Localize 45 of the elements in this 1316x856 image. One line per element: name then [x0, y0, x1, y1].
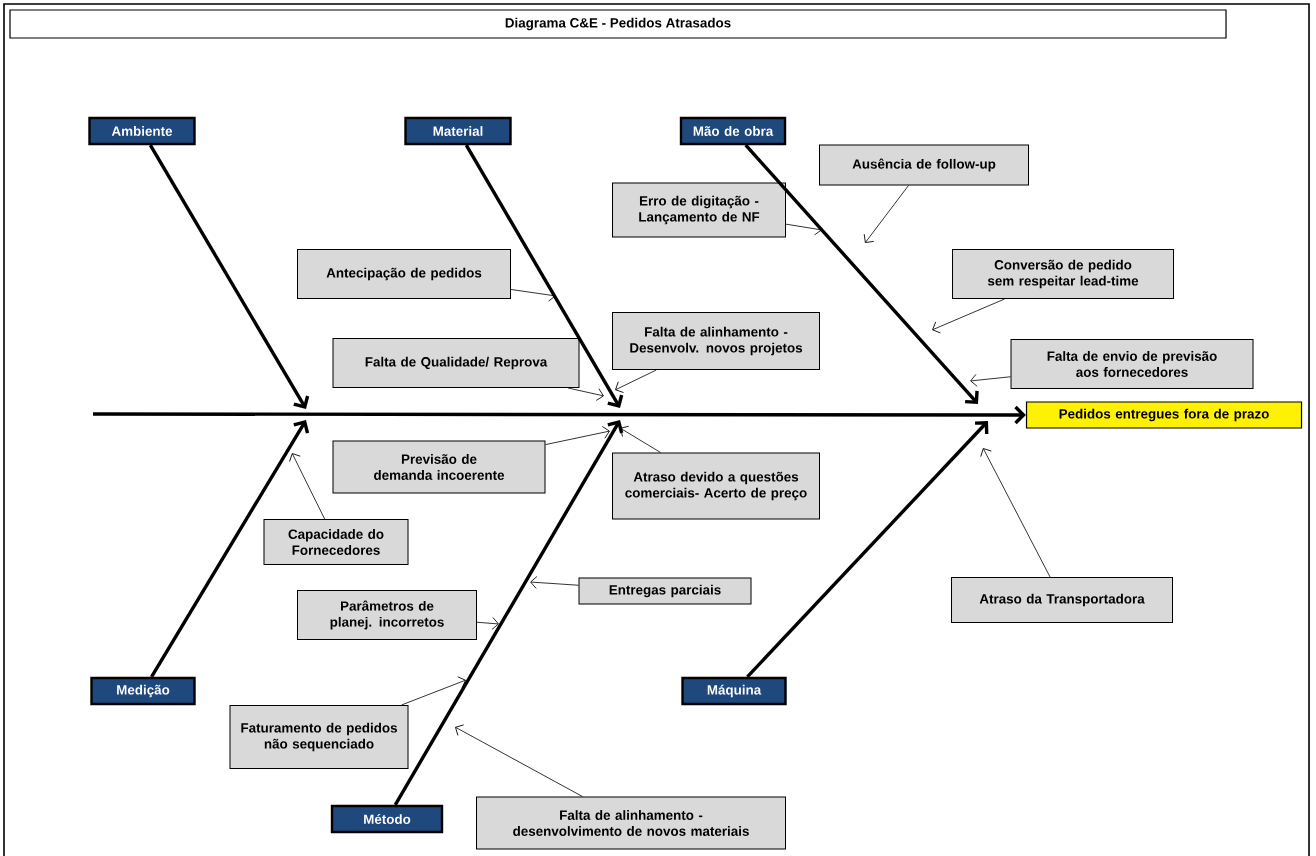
- arrow: [510, 288, 556, 302]
- arrow: [932, 298, 1005, 334]
- bone-arrow: [464, 144, 624, 408]
- cause-box: Falta de envio de previsão aos fornecedores: [1010, 339, 1254, 389]
- cause-box: Erro de digitação - Lançamento de NF: [612, 182, 786, 238]
- category-box: Máquina: [681, 676, 787, 706]
- cause-box: Falta de Qualidade/ Reprova: [332, 338, 580, 388]
- category-box: Ambiente: [88, 116, 196, 146]
- cause-box: Ausência de follow-up: [819, 144, 1029, 186]
- category-box: Método: [330, 804, 444, 834]
- cause-box: Atraso da Transportadora: [951, 577, 1173, 623]
- cause-box: Previsão de demanda incoerente: [332, 440, 546, 494]
- bone-arrow: [148, 144, 310, 409]
- cause-box: Atraso devido a questões comerciais- Acerto de preço: [612, 452, 820, 520]
- cause-box: Entregas parciais: [578, 577, 752, 605]
- category-box: Mão de obra: [679, 116, 787, 146]
- bone-arrow: [393, 420, 624, 806]
- category-box: Medição: [90, 676, 196, 706]
- bone-arrow: [150, 420, 310, 678]
- arrow: [545, 426, 610, 445]
- cause-box: Falta de alinhamento - desenvolvimento de novos materiais: [476, 796, 786, 850]
- bone-arrow: [744, 144, 979, 404]
- arrow: [980, 448, 1051, 578]
- cause-box: Conversão de pedido sem respeitar lead-time: [952, 249, 1174, 299]
- arrow: [620, 425, 661, 453]
- cause-box: Parâmetros de planej. incorretos: [297, 590, 477, 640]
- arrow: [401, 676, 466, 706]
- cause-box: Faturamento de pedidos não sequenciado: [229, 705, 409, 769]
- arrow: [863, 185, 909, 243]
- arrow: [970, 373, 1011, 387]
- effect-box: Pedidos entregues fora de prazo: [1025, 401, 1303, 429]
- arrow: [455, 724, 583, 797]
- cause-box: Antecipação de pedidos: [297, 249, 511, 299]
- arrow: [530, 576, 579, 589]
- cause-box: Capacidade do Fornecedores: [263, 519, 409, 565]
- bone-arrow: [746, 421, 989, 678]
- category-box: Material: [404, 116, 512, 146]
- title-box: Diagrama C&E - Pedidos Atrasados: [9, 9, 1227, 39]
- arrow: [476, 617, 499, 630]
- arrow: [615, 369, 657, 393]
- arrow: [567, 387, 604, 401]
- arrow: [289, 453, 326, 520]
- arrow: [785, 222, 822, 236]
- spine-arrow: [93, 405, 1026, 425]
- cause-box: Falta de alinhamento - Desenvolv. novos projetos: [612, 312, 820, 370]
